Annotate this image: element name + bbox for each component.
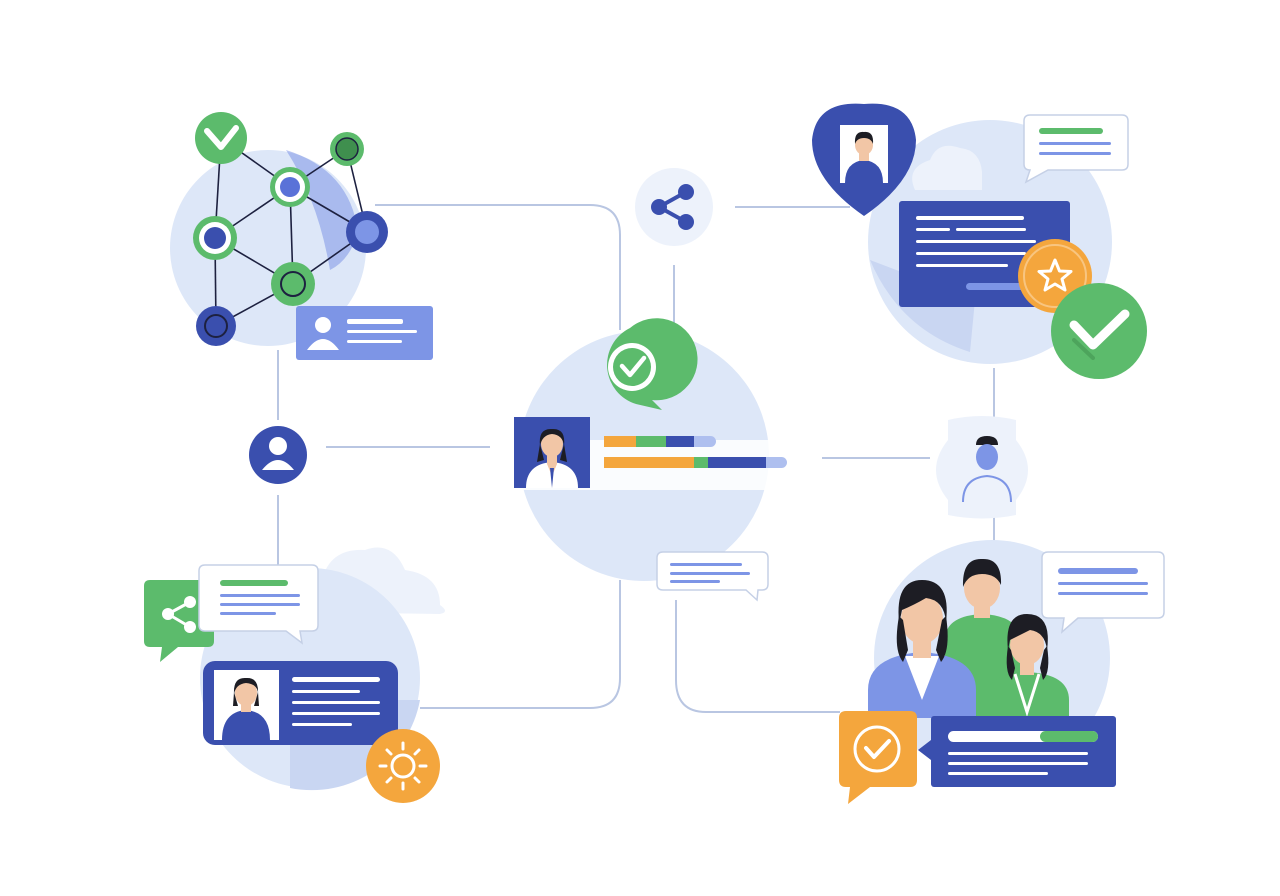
graph-node-top-right: [330, 132, 364, 166]
check-node: [195, 112, 247, 164]
share-icon: [635, 168, 713, 246]
chat-bubble-icon: [1023, 114, 1129, 184]
progress-bars: [604, 436, 787, 468]
graph-node-center: [270, 167, 310, 207]
user-silhouette-icon: [307, 317, 339, 350]
graph-node-bottom: [196, 306, 236, 346]
graph-node-lower: [271, 262, 315, 306]
user-tag-icon: [936, 416, 1028, 519]
location-pin-icon: [812, 103, 916, 216]
person-woman-right: [985, 614, 1069, 720]
graph-node-right: [346, 211, 388, 253]
network-graph-group: [170, 112, 433, 360]
graph-node-left: [193, 216, 237, 260]
center-profile-card: [514, 417, 590, 488]
team-progress-card: [918, 716, 1116, 787]
connector-lines: [277, 204, 995, 713]
person-woman-left: [868, 580, 976, 718]
center-group: [514, 168, 799, 602]
sun-icon: [366, 729, 440, 803]
person-portrait: [222, 677, 270, 740]
chat-bubble-icon: [1041, 551, 1165, 634]
chat-bubble-icon: [656, 551, 769, 602]
chat-bubble-icon: [198, 564, 319, 645]
cloud-shape: [912, 145, 982, 190]
team-group: [839, 540, 1165, 804]
share-bubble: [144, 580, 214, 662]
profile-card-icon: [203, 661, 398, 745]
share-icon: [162, 596, 196, 633]
profile-card: [296, 306, 433, 360]
user-circle-icon: [249, 426, 307, 484]
check-badge-icon: [839, 711, 917, 804]
check-badge-icon: [204, 125, 239, 150]
bottom-left-group: [144, 547, 445, 803]
top-right-group: [812, 103, 1147, 379]
check-badge-icon: [1051, 283, 1147, 379]
check-badge-icon: [607, 318, 698, 410]
